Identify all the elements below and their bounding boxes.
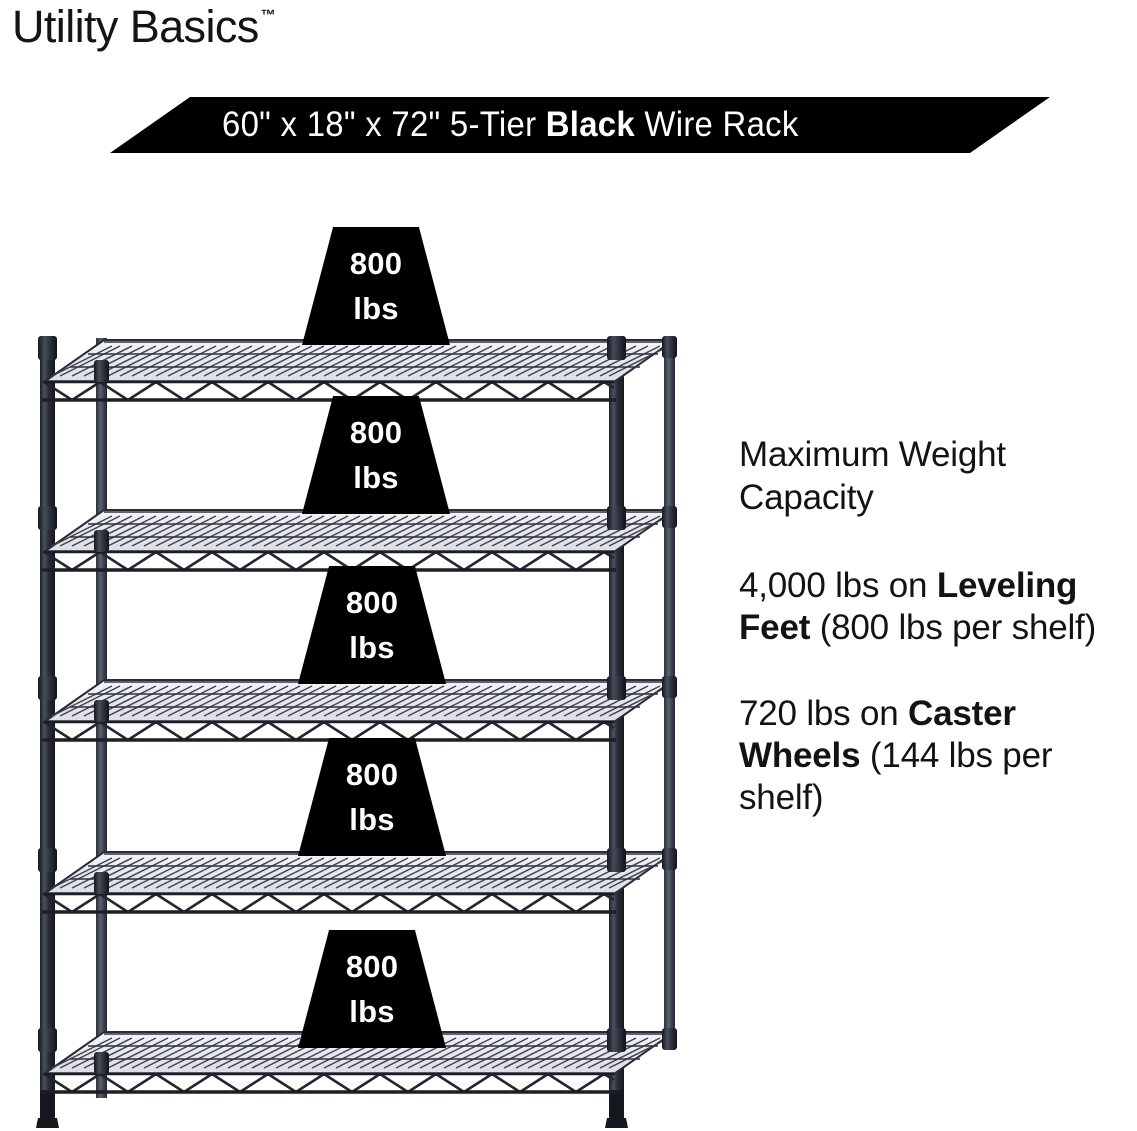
brand-name: Utility Basics [12, 1, 259, 52]
weight-badge-value: 800 [345, 585, 399, 620]
leveling-detail: (800 lbs per shelf) [810, 608, 1097, 648]
weight-badge-unit: lbs [349, 630, 395, 665]
wire-rack-illustration [26, 210, 726, 1131]
leveling-total: 4,000 lbs on [739, 566, 937, 606]
capacity-caster-wheels: 720 lbs on Caster Wheels (144 lbs per sh… [739, 693, 1131, 819]
rack-shelf-1 [38, 336, 677, 402]
rack-shelf-3 [38, 676, 677, 742]
weight-badge-value: 800 [345, 949, 399, 984]
headline-color-word: Black [545, 105, 635, 144]
rack-shelf-5 [38, 1028, 677, 1094]
headline-suffix: Wire Rack [634, 105, 799, 144]
weight-badge-value: 800 [349, 415, 403, 450]
weight-badge-unit: lbs [349, 802, 395, 837]
caster-label: Caster Wheels [739, 694, 1016, 776]
weight-badge-unit: lbs [349, 994, 395, 1029]
trademark-symbol: ™ [260, 7, 276, 24]
headline-banner-text: 60" x 18" x 72" 5-Tier Black Wire Rack [222, 105, 799, 145]
headline-prefix: 60" x 18" x 72" 5-Tier [222, 105, 546, 144]
rack-front-post-right [605, 338, 628, 1128]
rack-shelf-2 [38, 506, 677, 572]
rack-shelf-4 [38, 848, 677, 914]
rack-front-post-left [36, 338, 59, 1128]
leveling-label: Leveling Feet [739, 566, 1078, 648]
headline-banner: 60" x 18" x 72" 5-Tier Black Wire Rack [110, 97, 1050, 153]
weight-badge-value: 800 [349, 246, 403, 281]
brand-logo: Utility Basics ™ [12, 1, 276, 52]
wire-rack-svg [36, 336, 677, 1128]
capacity-panel: Maximum Weight Capacity 4,000 lbs on Lev… [739, 434, 1131, 819]
caster-total: 720 lbs on [739, 694, 909, 734]
weight-badge-unit: lbs [353, 460, 399, 495]
capacity-leveling-feet: 4,000 lbs on Leveling Feet (800 lbs per … [739, 565, 1131, 649]
weight-badge-unit: lbs [353, 291, 399, 326]
weight-badge-value: 800 [345, 757, 399, 792]
caster-detail: (144 lbs per shelf) [739, 736, 1053, 818]
capacity-heading: Maximum Weight Capacity [739, 435, 1006, 517]
